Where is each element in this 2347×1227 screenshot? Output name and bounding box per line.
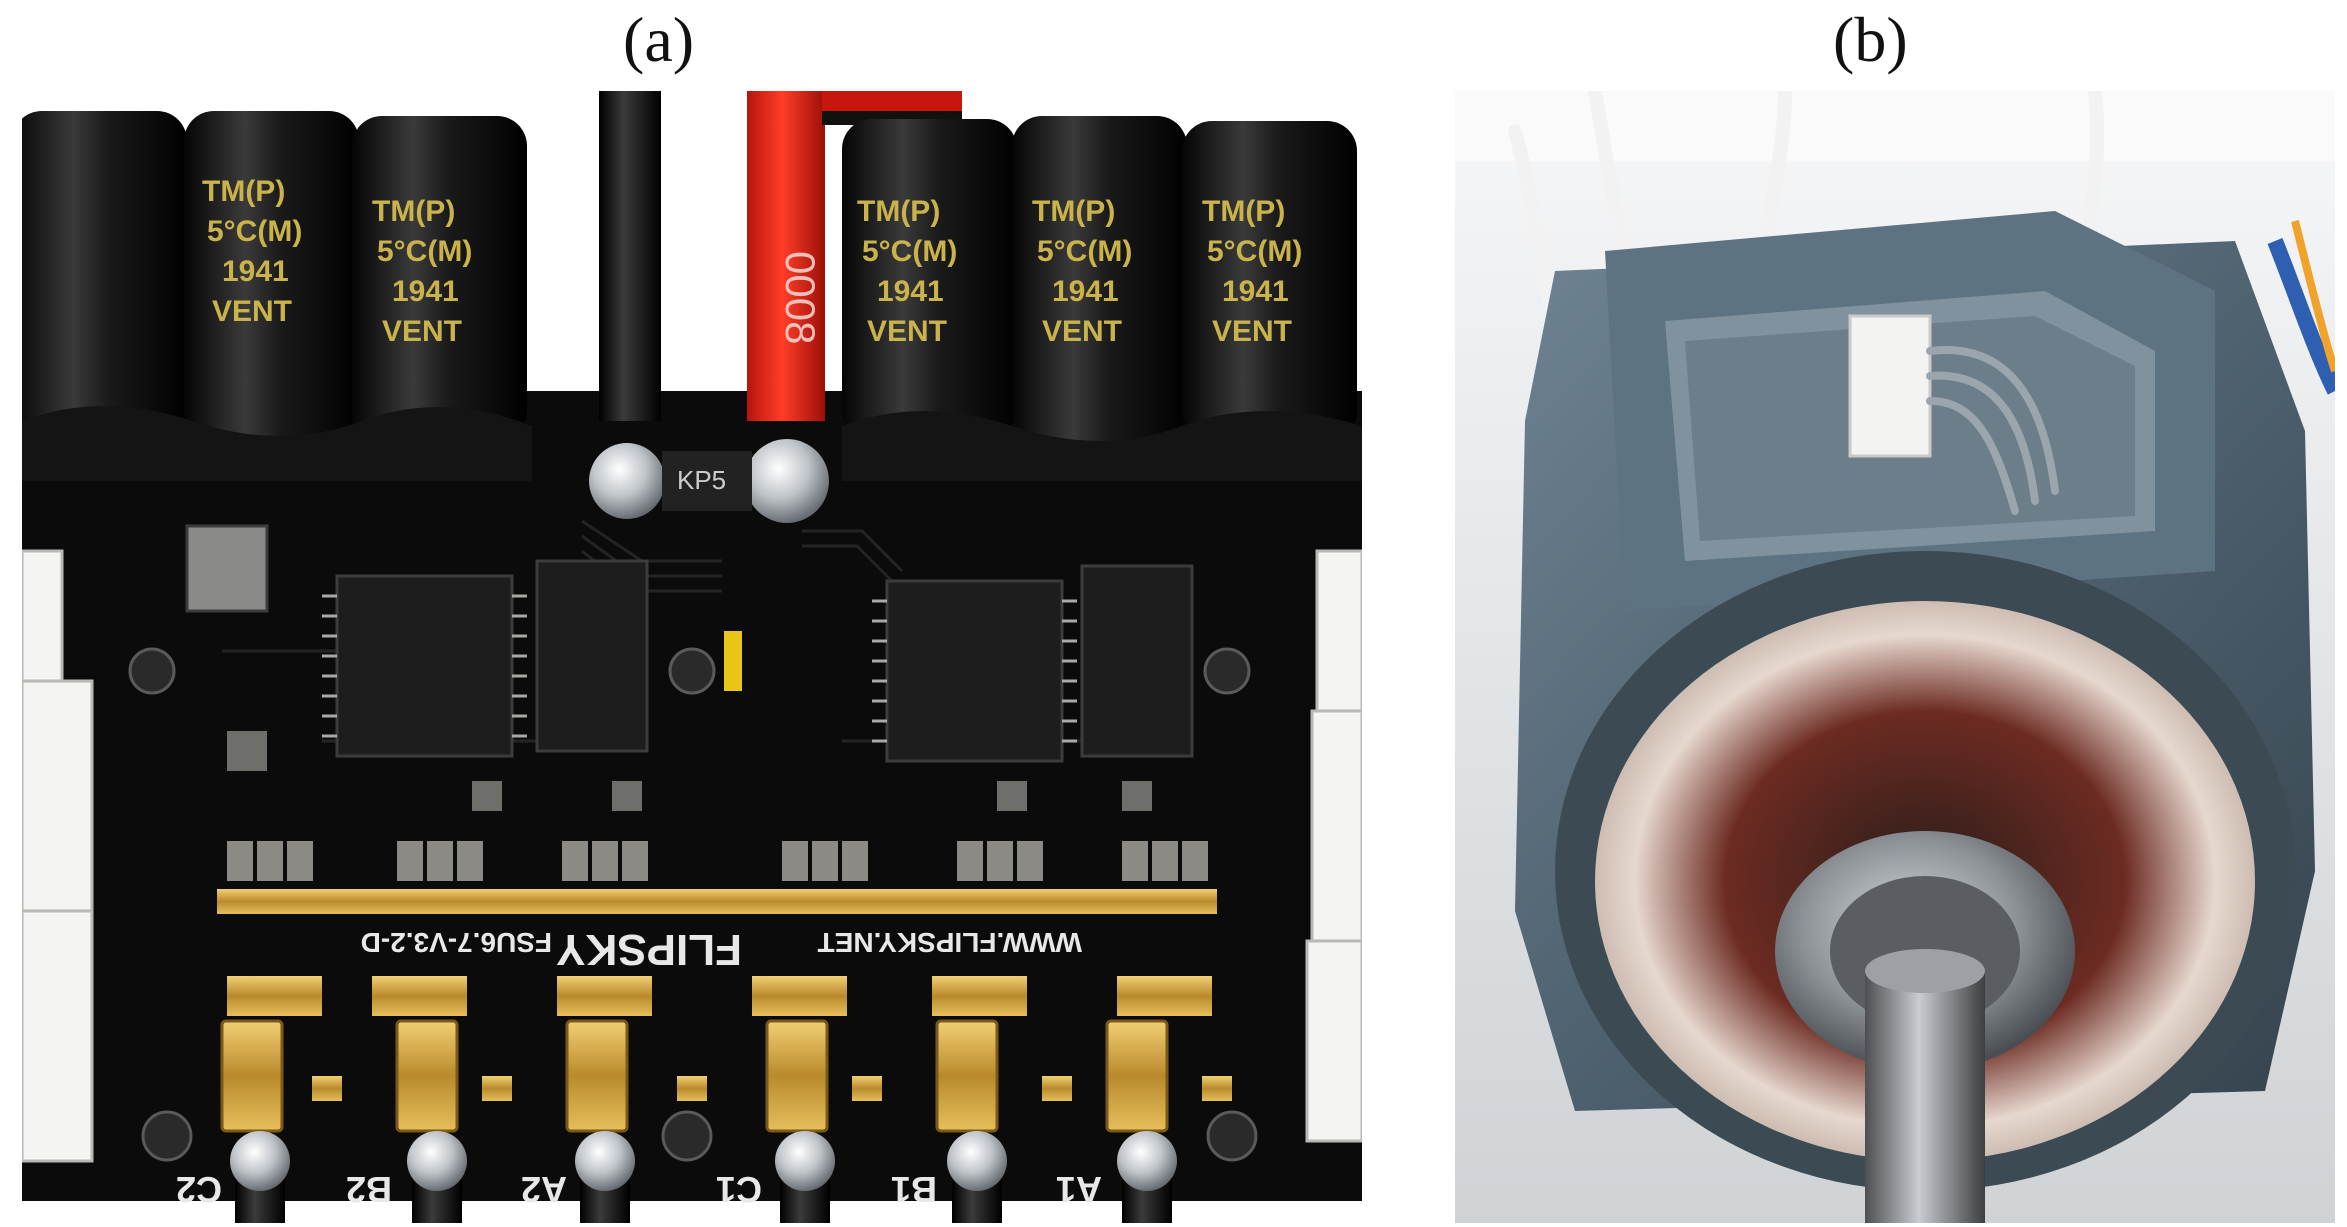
svg-text:0008: 0008 <box>777 251 824 344</box>
svg-text:VENT: VENT <box>867 315 947 348</box>
svg-text:5°C(M): 5°C(M) <box>1037 235 1132 268</box>
svg-text:VENT: VENT <box>1212 315 1292 348</box>
svg-text:A1: A1 <box>1056 1169 1102 1210</box>
svg-text:WWW.FLIPSKY.NET: WWW.FLIPSKY.NET <box>818 927 1082 958</box>
panel-label-a: (a) <box>623 4 695 75</box>
svg-text:TM(P): TM(P) <box>1202 195 1285 228</box>
svg-text:KP5: KP5 <box>677 465 726 495</box>
panel-label-b: (b) <box>1833 4 1908 75</box>
svg-text:TM(P): TM(P) <box>202 175 285 208</box>
svg-text:1941: 1941 <box>1052 275 1119 308</box>
motor-photo <box>1455 91 2335 1223</box>
svg-text:B2: B2 <box>346 1169 392 1210</box>
svg-text:1941: 1941 <box>877 275 944 308</box>
svg-text:C2: C2 <box>176 1169 222 1210</box>
svg-text:TM(P): TM(P) <box>1032 195 1115 228</box>
svg-text:TM(P): TM(P) <box>372 195 455 228</box>
svg-text:1941: 1941 <box>392 275 459 308</box>
svg-text:VENT: VENT <box>382 315 462 348</box>
svg-text:FSU6.7-V3.2-D: FSU6.7-V3.2-D <box>361 927 552 958</box>
svg-text:TM(P): TM(P) <box>857 195 940 228</box>
svg-text:VENT: VENT <box>212 295 292 328</box>
svg-text:C1: C1 <box>716 1169 762 1210</box>
svg-text:1941: 1941 <box>222 255 289 288</box>
svg-text:1941: 1941 <box>1222 275 1289 308</box>
svg-text:VENT: VENT <box>1042 315 1122 348</box>
svg-text:5°C(M): 5°C(M) <box>207 215 302 248</box>
svg-text:FLIPSKY: FLIPSKY <box>556 925 742 974</box>
svg-text:B1: B1 <box>891 1169 937 1210</box>
svg-text:5°C(M): 5°C(M) <box>377 235 472 268</box>
svg-text:A2: A2 <box>521 1169 567 1210</box>
svg-text:5°C(M): 5°C(M) <box>1207 235 1302 268</box>
svg-text:5°C(M): 5°C(M) <box>862 235 957 268</box>
